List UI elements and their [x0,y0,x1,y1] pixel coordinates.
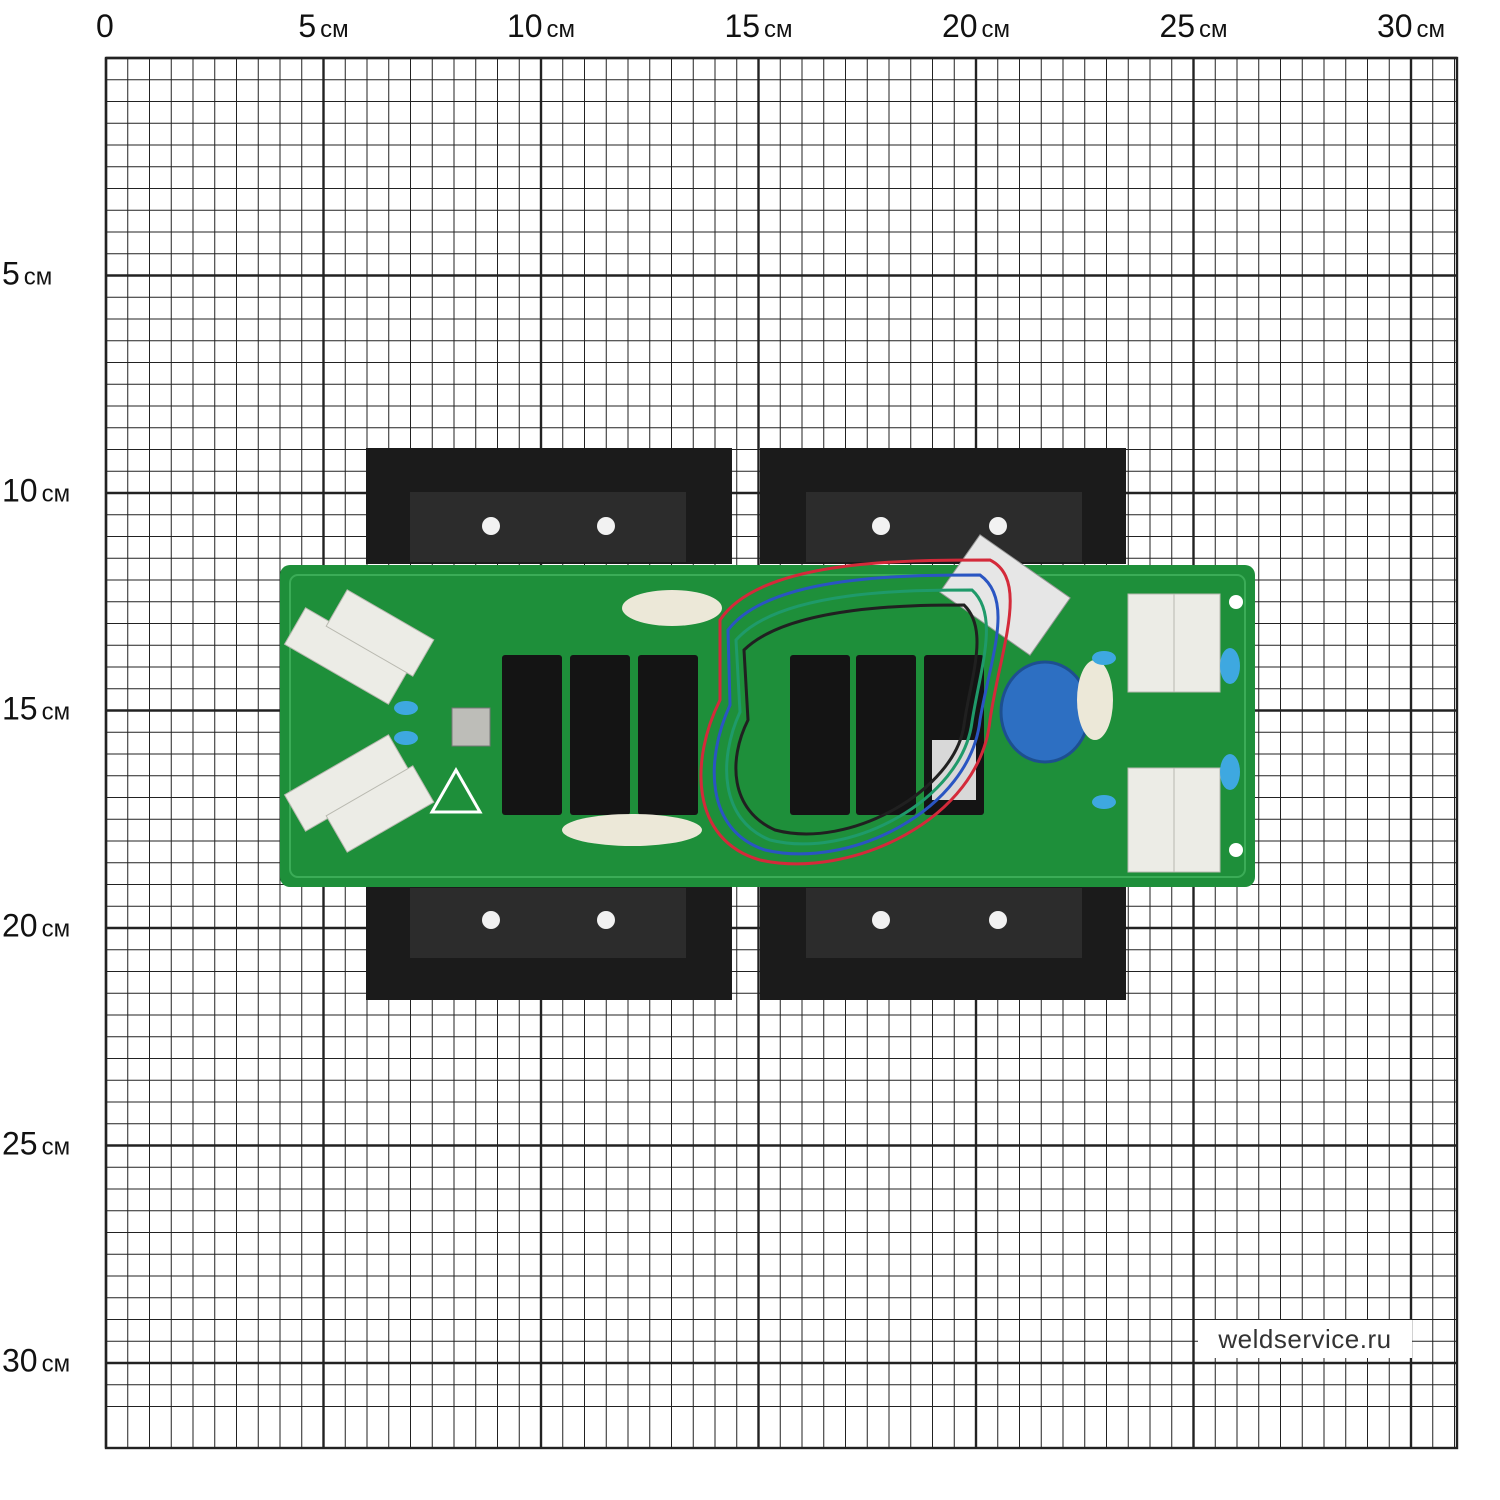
wire-bundle [699,558,1012,866]
heatsink-bottom-right [760,884,1126,1000]
x-axis-origin-label: 0 [96,8,114,44]
grid-border [104,56,1459,1450]
resistor-r24-r21 [283,589,435,705]
watermark-text: weldservice.ru [1198,1320,1412,1358]
blue-disc-capacitor [999,660,1091,764]
silicone-glue [562,590,1113,846]
small-capacitors [394,648,1240,809]
heatsink-bottom-left [366,884,732,1000]
high-voltage-warning-icon [429,766,483,814]
terminal-j3 [451,707,491,747]
resistor-r40-r38 [1127,767,1221,873]
heatsink-top-right [760,448,1126,564]
heatsink-top-left [366,448,732,564]
resistor-r39-r37 [1127,593,1221,693]
resistor-r23-r22 [283,734,435,853]
